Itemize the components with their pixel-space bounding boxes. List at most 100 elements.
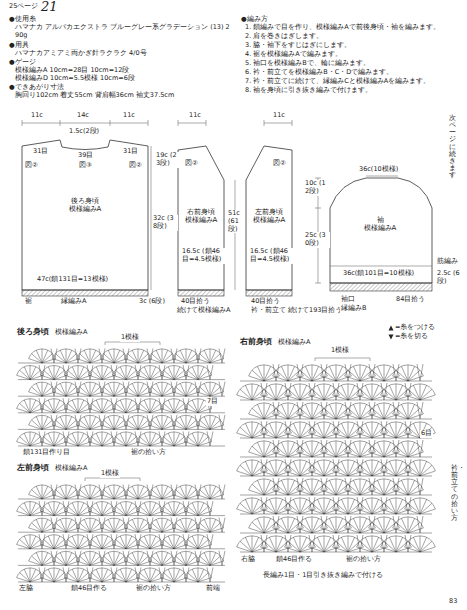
treble-stitch	[150, 539, 160, 548]
treble-stitch	[137, 578, 150, 582]
treble-stitch	[36, 417, 42, 430]
treble-stitch	[78, 437, 88, 446]
treble-stitch	[89, 375, 102, 379]
treble-stitch	[36, 383, 42, 396]
treble-stitch	[401, 404, 408, 419]
treble-stitch	[192, 400, 198, 413]
treble-stitch	[360, 452, 375, 457]
v-stitch	[207, 431, 213, 446]
dimension-label: 36c(10模様)	[358, 166, 399, 174]
dimension-label: 11c	[188, 112, 202, 120]
treble-stitch	[288, 366, 295, 381]
treble-stitch	[186, 553, 192, 566]
treble-stitch	[324, 384, 325, 400]
treble-stitch	[152, 556, 162, 565]
treble-stitch	[312, 389, 324, 400]
treble-stitch	[413, 461, 420, 476]
treble-stitch	[90, 420, 100, 429]
treble-stitch	[120, 367, 126, 380]
treble-stitch	[137, 442, 150, 446]
treble-stitch	[276, 395, 291, 400]
chart-heading: 左前身頃模様編みA	[15, 462, 228, 476]
treble-stitch	[198, 535, 199, 549]
treble-stitch	[288, 404, 295, 419]
treble-stitch	[104, 420, 114, 429]
dimension-label: 84目拾う	[395, 296, 426, 304]
treble-stitch	[261, 547, 276, 552]
treble-stitch	[324, 395, 339, 400]
treble-stitch	[360, 442, 367, 457]
treble-stitch	[30, 370, 40, 379]
treble-stitch	[114, 518, 115, 532]
treble-stitch	[29, 359, 42, 363]
treble-stitch	[321, 414, 336, 419]
treble-stitch	[36, 350, 42, 363]
treble-stitch	[113, 442, 126, 446]
chain-row	[18, 446, 225, 447]
treble-stitch	[341, 537, 348, 552]
treble-stitch	[252, 446, 264, 457]
treble-stitch	[276, 547, 291, 552]
treble-stitch	[90, 354, 100, 363]
treble-stitch	[192, 367, 198, 380]
legend-symbol	[388, 334, 394, 340]
treble-stitch	[384, 403, 385, 419]
v-stitch	[309, 383, 315, 400]
dimension-label: 右脇	[240, 556, 256, 564]
treble-stitch	[78, 433, 84, 446]
treble-stitch	[348, 522, 360, 533]
dimension-line	[366, 176, 398, 177]
treble-stitch	[54, 365, 55, 379]
dimension-label: 縁編みA	[60, 298, 87, 306]
treble-stitch	[288, 465, 300, 476]
treble-stitch	[264, 403, 265, 419]
treble-stitch	[156, 417, 162, 430]
treble-stitch	[309, 509, 324, 514]
treble-stitch	[353, 366, 360, 381]
v-stitch	[333, 421, 339, 438]
v-stitch	[357, 421, 363, 438]
treble-stitch	[150, 432, 151, 446]
treble-stitch	[384, 528, 399, 533]
treble-stitch	[101, 561, 114, 565]
treble-stitch	[312, 442, 319, 457]
treble-stitch	[273, 490, 288, 495]
treble-stitch	[162, 420, 172, 429]
treble-stitch	[90, 490, 100, 499]
treble-stitch	[264, 452, 279, 457]
dimension-label: 続けて模様編みA	[176, 307, 231, 315]
dimension-label: 47c(鎖131目=13模様)	[36, 276, 109, 284]
treble-stitch	[285, 509, 300, 514]
treble-stitch	[65, 578, 78, 582]
treble-stitch	[66, 486, 72, 499]
v-stitch	[357, 497, 363, 514]
treble-stitch	[144, 569, 150, 582]
v-stitch	[417, 402, 423, 419]
treble-stitch	[372, 408, 384, 419]
treble-stitch	[54, 433, 60, 446]
treble-stitch	[102, 365, 103, 379]
treble-stitch	[200, 490, 210, 499]
treble-stitch	[281, 518, 288, 533]
treble-stitch	[264, 442, 271, 457]
v-stitch	[393, 516, 399, 533]
treble-stitch	[102, 573, 112, 582]
chain-row	[18, 582, 225, 583]
treble-stitch	[198, 503, 204, 516]
treble-stitch	[132, 486, 138, 499]
dimension-label: 縁編みB	[340, 305, 367, 313]
treble-stitch	[176, 387, 186, 396]
v-stitch	[285, 535, 291, 552]
chain-row	[18, 363, 225, 364]
v-stitch	[321, 478, 327, 495]
treble-stitch	[24, 367, 30, 380]
treble-stitch	[312, 518, 319, 533]
treble-stitch	[176, 523, 186, 532]
treble-stitch	[408, 528, 423, 533]
treble-stitch	[126, 433, 132, 446]
treble-stitch	[336, 427, 348, 438]
treble-stitch	[336, 490, 351, 495]
treble-stitch	[149, 561, 162, 565]
dimension-label: 31目	[32, 148, 49, 156]
treble-stitch	[164, 370, 174, 379]
